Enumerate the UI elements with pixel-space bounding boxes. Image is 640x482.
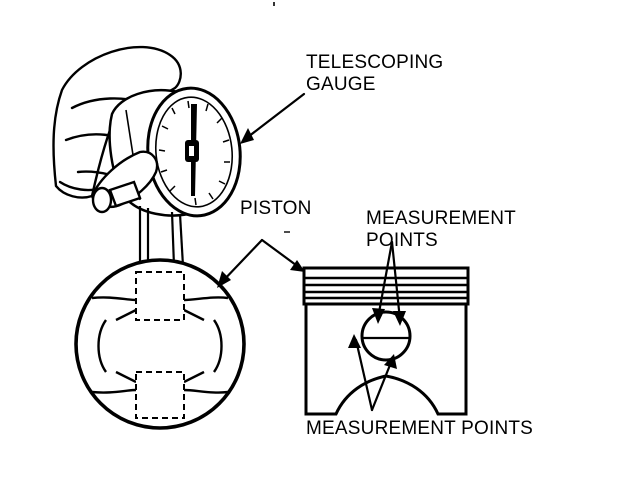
label-measurement-points-bottom: MEASUREMENT POINTS [306, 418, 534, 439]
gauge-ticks [158, 100, 230, 206]
gauge-probes [138, 206, 185, 267]
label-gauge: GAUGE [306, 74, 376, 95]
piston-top-view [74, 258, 246, 430]
label-points-top: POINTS [366, 230, 438, 251]
piston-side-view [302, 266, 470, 416]
label-measurement-top: MEASUREMENT [366, 208, 516, 229]
piston-pin-boss [360, 310, 412, 362]
arrow-heads [217, 128, 406, 369]
gauge-lock-knob [91, 180, 142, 214]
label-telescoping: TELESCOPING [306, 52, 444, 73]
telescoping-gauge [108, 86, 242, 218]
label-piston: PISTON [240, 198, 312, 219]
